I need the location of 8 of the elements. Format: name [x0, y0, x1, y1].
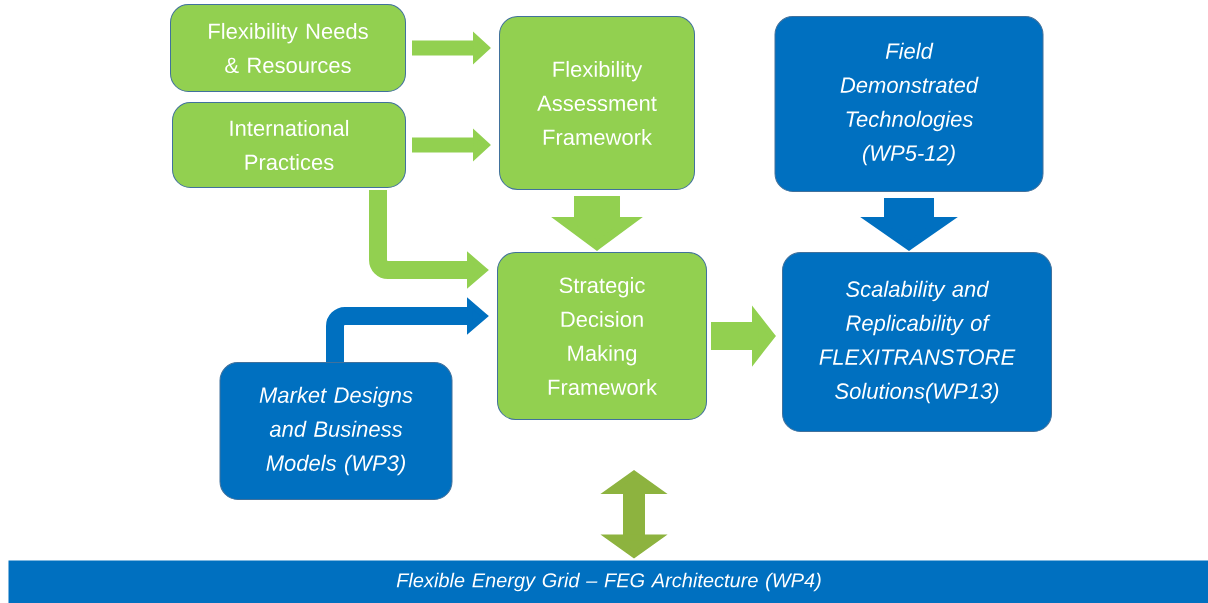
process-box: International Practices [172, 102, 406, 188]
process-box: Scalability and Replicability of FLEXITRANSTORE Solutions(WP13) [782, 252, 1052, 432]
process-box: Field Demonstrated Technologies (WP5-12) [774, 16, 1044, 192]
process-box: Market Designs and Business Models (WP3) [219, 362, 453, 500]
process-box: Flexibility Needs & Resources [170, 4, 406, 92]
process-box: Flexibility Assessment Framework [499, 16, 695, 190]
process-box: Strategic Decision Making Framework [497, 252, 707, 420]
banner-bar: Flexible Energy Grid – FEG Architecture (WP4) [8, 560, 1208, 603]
